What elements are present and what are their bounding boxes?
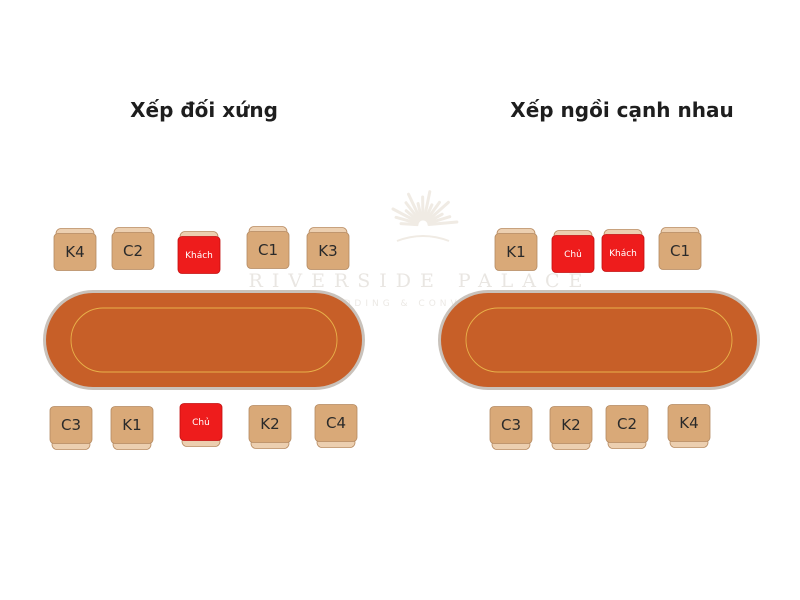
- sunburst-ray: [427, 220, 459, 226]
- seat-label: K1: [122, 416, 141, 434]
- seat-label: C1: [258, 241, 278, 259]
- table-inner-line: [70, 307, 338, 373]
- sunburst-ray: [416, 202, 424, 221]
- sunburst-ray: [423, 203, 434, 222]
- seat-label: C3: [501, 416, 521, 434]
- seat-sym-top-3: C1: [246, 226, 290, 269]
- seat-label: K1: [506, 243, 525, 261]
- table-felt: [46, 293, 362, 387]
- chair-seat: [179, 403, 223, 441]
- seat-label: K4: [65, 243, 84, 261]
- seat-label: C2: [123, 242, 143, 260]
- seat-label: C4: [326, 414, 346, 432]
- sunburst-ray: [426, 212, 444, 224]
- watermark: RIVERSIDE PALACE WEDDING & CONVENTION: [249, 190, 592, 309]
- watermark-name: RIVERSIDE PALACE: [249, 270, 592, 292]
- seat-sym-bottom-1: K1: [110, 406, 154, 450]
- seat-label: Chủ: [564, 249, 582, 260]
- chair-seat: [49, 406, 93, 444]
- sunburst-ray: [425, 200, 441, 222]
- seat-sym-top-1: C2: [111, 227, 155, 270]
- sunburst-ray: [407, 192, 422, 222]
- chair-seat: [177, 236, 221, 274]
- seat-label: C3: [61, 416, 81, 434]
- seat-label: Chủ: [192, 417, 210, 428]
- seat-sym-bottom-4: C4: [314, 404, 358, 448]
- sunburst-ray: [427, 215, 452, 225]
- seat-adj-bottom-3: K4: [667, 404, 711, 448]
- chair-seat: [549, 406, 593, 444]
- sunburst-ray: [404, 201, 421, 222]
- seat-label: K2: [260, 415, 279, 433]
- chair-seat: [489, 406, 533, 444]
- chair-seat: [551, 235, 595, 273]
- chair-seat: [53, 233, 97, 271]
- seat-label: K4: [679, 414, 698, 432]
- seat-label: K2: [561, 416, 580, 434]
- sunburst-ray: [404, 209, 420, 223]
- seat-adj-top-1: Chủ: [551, 230, 595, 273]
- table: [43, 290, 365, 390]
- sunburst-ray: [422, 190, 432, 221]
- seat-label: C2: [617, 415, 637, 433]
- chair-seat: [246, 231, 290, 269]
- chair-seat: [605, 405, 649, 443]
- seat-sym-bottom-3: K2: [248, 405, 292, 449]
- seat-adj-top-2: Khách: [601, 229, 645, 272]
- seat-sym-top-4: K3: [306, 227, 350, 270]
- seat-sym-bottom-2: Chủ: [179, 403, 223, 447]
- chair-seat: [314, 404, 358, 442]
- seat-label: Khách: [609, 249, 637, 259]
- sunburst-ray: [399, 222, 419, 227]
- chair-seat: [601, 234, 645, 272]
- sunburst-ray: [391, 207, 420, 224]
- seat-sym-bottom-0: C3: [49, 406, 93, 450]
- sunburst-logo-icon: [391, 190, 459, 242]
- seat-label: K3: [318, 242, 337, 260]
- chair-seat: [306, 232, 350, 270]
- seat-adj-top-3: C1: [658, 227, 702, 270]
- seat-label: C1: [670, 242, 690, 260]
- table-inner-line: [465, 307, 733, 373]
- sunburst-base: [396, 235, 450, 242]
- seat-sym-top-2: Khách: [177, 231, 221, 274]
- chair-seat: [110, 406, 154, 444]
- seat-adj-top-0: K1: [494, 228, 538, 271]
- sunburst-ray: [425, 200, 450, 223]
- seat-sym-top-0: K4: [53, 228, 97, 271]
- sunburst-ray: [394, 215, 419, 225]
- seat-adj-bottom-1: K2: [549, 406, 593, 450]
- arrangement-title-side-by-side: Xếp ngồi cạnh nhau: [510, 98, 733, 122]
- chair-seat: [111, 232, 155, 270]
- seat-label: Khách: [185, 251, 213, 261]
- chair-seat: [658, 232, 702, 270]
- table-felt: [441, 293, 757, 387]
- chair-seat: [667, 404, 711, 442]
- arrangement-title-symmetric: Xếp đối xứng: [130, 98, 278, 122]
- chair-seat: [248, 405, 292, 443]
- watermark-subtitle: WEDDING & CONVENTION: [321, 299, 519, 309]
- seat-adj-bottom-0: C3: [489, 406, 533, 450]
- seat-adj-bottom-2: C2: [605, 405, 649, 449]
- chair-seat: [494, 233, 538, 271]
- table: [438, 290, 760, 390]
